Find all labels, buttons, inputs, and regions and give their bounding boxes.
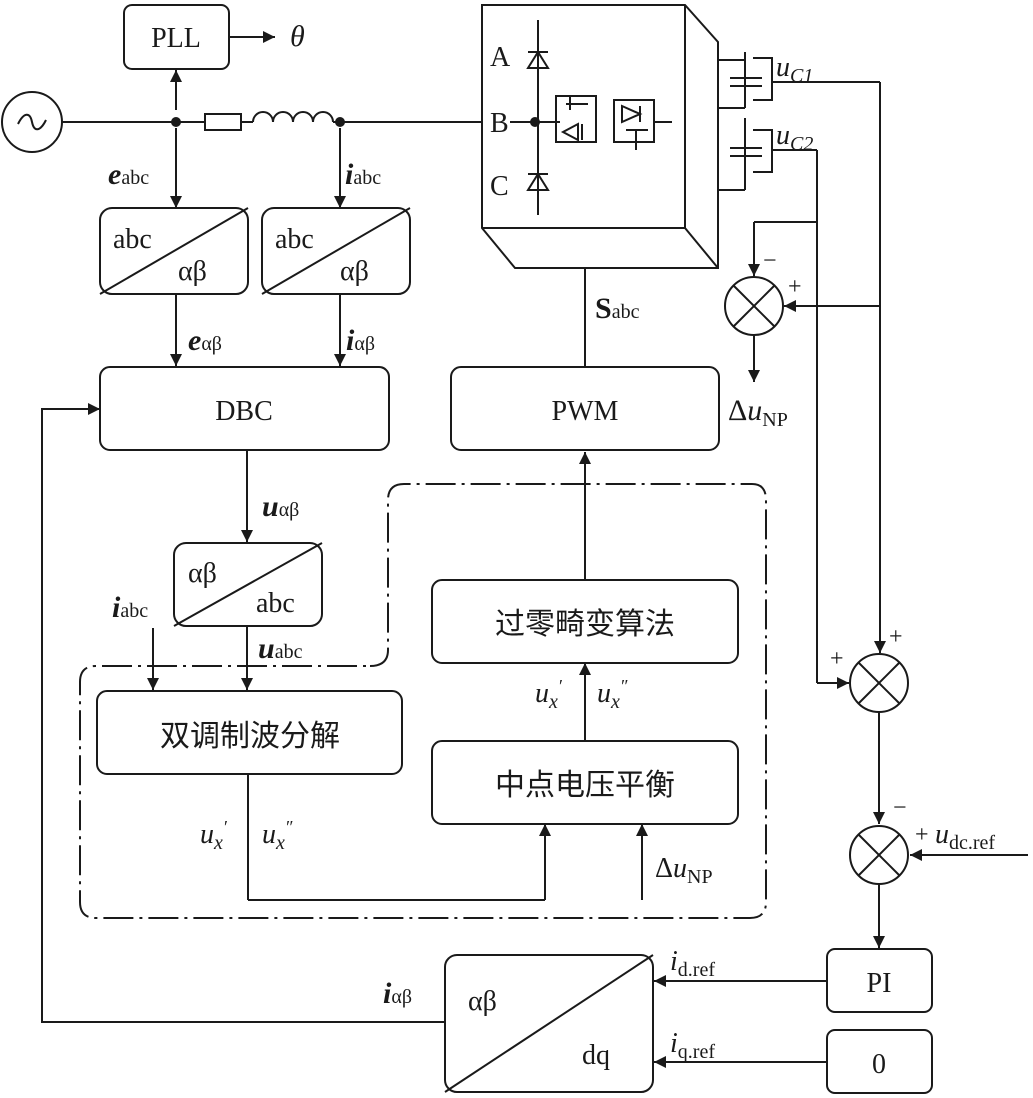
s-abc-label: Sabc xyxy=(595,292,640,325)
u-abc-label: uabc xyxy=(258,632,303,665)
pi-label: PI xyxy=(867,968,892,999)
dual-modulation-block xyxy=(96,690,403,775)
zero-label: 0 xyxy=(872,1049,886,1080)
dual-modulation-label: 双调制波分解 xyxy=(160,719,340,754)
phase-b-label: B xyxy=(490,108,509,139)
svg-text:αβ: αβ xyxy=(178,256,207,287)
dc-error-minus: − xyxy=(893,795,907,821)
u-alphabeta-label: uαβ xyxy=(262,490,299,523)
svg-text:αβ: αβ xyxy=(468,986,497,1017)
dc-sum-summer xyxy=(849,653,909,713)
theta-label: θ xyxy=(290,20,305,53)
capacitor-c1 xyxy=(730,52,880,108)
np-balance-label: 中点电压平衡 xyxy=(495,768,675,803)
i-d-ref-label: id.ref xyxy=(670,946,715,981)
dc-error-summer xyxy=(849,825,909,885)
current-sense-node xyxy=(335,117,345,127)
svg-text:abc: abc xyxy=(113,224,152,255)
zero-crossing-label: 过零畸变算法 xyxy=(495,607,675,642)
ac-source xyxy=(1,91,63,153)
i-alphabeta-ref-label: iαβ xyxy=(383,977,412,1010)
np-minus-sign: − xyxy=(763,248,777,274)
e-alphabeta-label: eαβ xyxy=(188,324,222,357)
u-c2-label: uC2 xyxy=(776,120,813,155)
ux-prime-label-lower: ux′ xyxy=(200,817,228,854)
dc-error-plus: + xyxy=(915,822,929,848)
svg-text:αβ: αβ xyxy=(188,558,217,589)
np-difference-summer xyxy=(724,276,784,336)
alphabeta-to-abc: αβ abc xyxy=(173,542,323,627)
phase-c-label: C xyxy=(490,171,509,202)
delta-u-np-input-label: ΔuNP xyxy=(655,853,713,888)
dbc-label: DBC xyxy=(215,396,273,427)
ux-prime-label-upper: ux′ xyxy=(535,676,563,713)
modulation-boundary xyxy=(79,483,767,919)
svg-text:dq: dq xyxy=(582,1040,610,1071)
i-abc-input-label: iabc xyxy=(112,591,148,624)
pwm-label: PWM xyxy=(552,396,619,427)
u-c1-label: uC1 xyxy=(776,52,813,87)
alphabeta-dq-transform: αβ dq xyxy=(444,954,654,1093)
dc-sum-plus-left: + xyxy=(830,646,844,672)
voltage-node xyxy=(171,117,181,127)
capacitor-c2 xyxy=(730,118,817,190)
i-alphabeta-label: iαβ xyxy=(346,324,375,357)
e-abc-label: eabc xyxy=(108,158,149,191)
three-level-converter xyxy=(481,4,745,269)
line-resistor xyxy=(204,113,242,131)
dc-sum-plus-top: + xyxy=(889,624,903,650)
phase-a-label: A xyxy=(490,42,511,73)
ux-dprime-label-lower: ux″ xyxy=(262,817,293,854)
u-dc-ref-label: udc.ref xyxy=(935,819,995,854)
abc-to-alphabeta-voltage: abc αβ xyxy=(99,207,249,295)
pll-label: PLL xyxy=(151,23,201,54)
svg-text:αβ: αβ xyxy=(340,256,369,287)
i-q-ref-label: iq.ref xyxy=(670,1028,715,1063)
svg-text:abc: abc xyxy=(275,224,314,255)
np-plus-sign: + xyxy=(788,274,802,300)
abc-to-alphabeta-current: abc αβ xyxy=(261,207,411,295)
svg-text:abc: abc xyxy=(256,588,295,619)
line-inductor xyxy=(252,111,334,123)
delta-u-np-label: ΔuNP xyxy=(728,394,788,431)
i-abc-label: iabc xyxy=(345,158,381,191)
current-reference-feedback xyxy=(41,403,445,1023)
ux-dprime-label-upper: ux″ xyxy=(597,676,628,713)
